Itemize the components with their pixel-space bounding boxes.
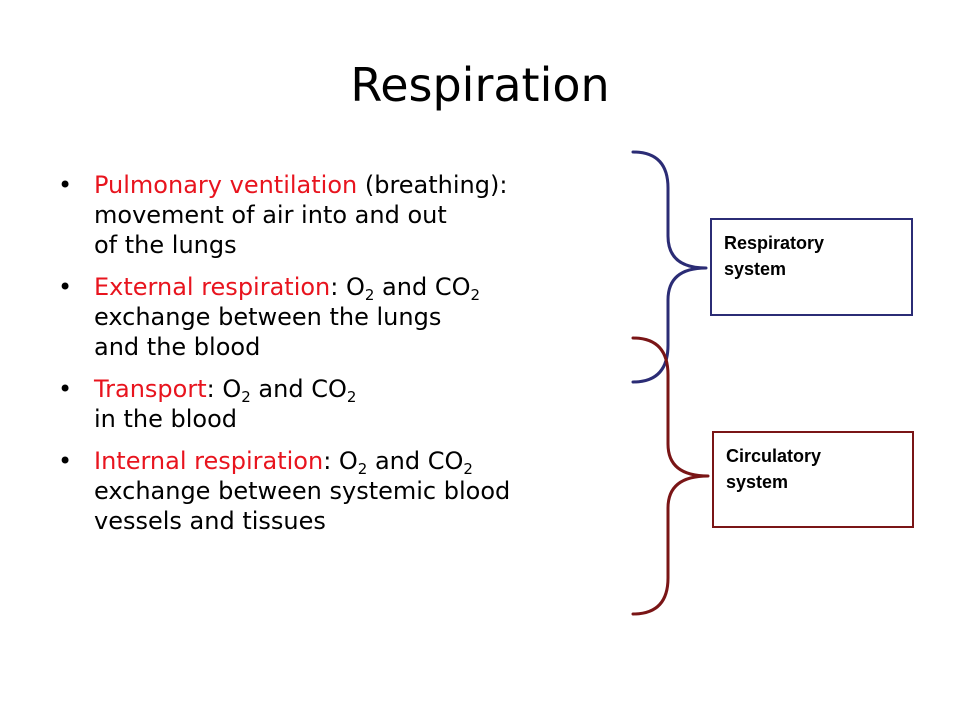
slide-title: Respiration xyxy=(350,58,610,112)
bullet-text: and CO xyxy=(367,447,464,475)
bullet-dot-icon: • xyxy=(58,171,73,199)
bullet-line: External respiration: O2 and CO2 xyxy=(94,272,618,304)
bullet-list: • Pulmonary ventilation (breathing): mov… xyxy=(58,170,618,548)
bullet-pulmonary-ventilation: • Pulmonary ventilation (breathing): mov… xyxy=(58,170,618,260)
bullet-term: Internal respiration xyxy=(94,447,324,475)
respiratory-bracket xyxy=(631,150,708,384)
subscript: 2 xyxy=(346,388,357,406)
bullet-internal-respiration: • Internal respiration: O2 and CO2 excha… xyxy=(58,446,618,536)
respiratory-label-line2: system xyxy=(724,259,787,279)
bullet-line: Internal respiration: O2 and CO2 xyxy=(94,446,618,478)
bullet-text: : O xyxy=(206,375,242,403)
circulatory-bracket xyxy=(631,336,710,616)
bullet-term: External respiration xyxy=(94,273,331,301)
bullet-dot-icon: • xyxy=(58,273,73,301)
bullet-dot-icon: • xyxy=(58,375,73,403)
bullet-line: in the blood xyxy=(94,405,238,433)
bullet-line: vessels and tissues xyxy=(94,507,326,535)
respiratory-label-line1: Respiratory xyxy=(724,233,825,253)
bullet-line: of the lungs xyxy=(94,231,237,259)
bullet-text: (breathing): xyxy=(357,171,508,199)
bullet-text: : O xyxy=(323,447,358,475)
circulatory-system-box: Circulatory system xyxy=(712,431,914,528)
subscript: 2 xyxy=(364,286,375,304)
bullet-line: and the blood xyxy=(94,333,261,361)
bullet-dot-icon: • xyxy=(58,447,73,475)
subscript: 2 xyxy=(470,286,481,304)
circulatory-label-line2: system xyxy=(726,472,789,492)
bullet-text: and CO xyxy=(374,273,471,301)
bullet-line: Pulmonary ventilation (breathing): xyxy=(94,170,618,200)
subscript: 2 xyxy=(357,460,368,478)
bullet-term: Pulmonary ventilation xyxy=(94,171,358,199)
bullet-transport: • Transport: O2 and CO2 in the blood xyxy=(58,374,618,434)
bullet-line: exchange between systemic blood xyxy=(94,477,511,505)
bullet-line: movement of air into and out xyxy=(94,201,447,229)
bullet-line: exchange between the lungs xyxy=(94,303,442,331)
respiratory-system-box: Respiratory system xyxy=(710,218,913,316)
subscript: 2 xyxy=(241,388,251,406)
subscript: 2 xyxy=(463,460,473,478)
bullet-line: Transport: O2 and CO2 xyxy=(94,374,618,406)
bullet-external-respiration: • External respiration: O2 and CO2 excha… xyxy=(58,272,618,362)
bullet-text: and CO xyxy=(250,375,347,403)
bullet-text: : O xyxy=(330,273,365,301)
bullet-term: Transport xyxy=(94,375,207,403)
circulatory-label-line1: Circulatory xyxy=(726,446,822,466)
